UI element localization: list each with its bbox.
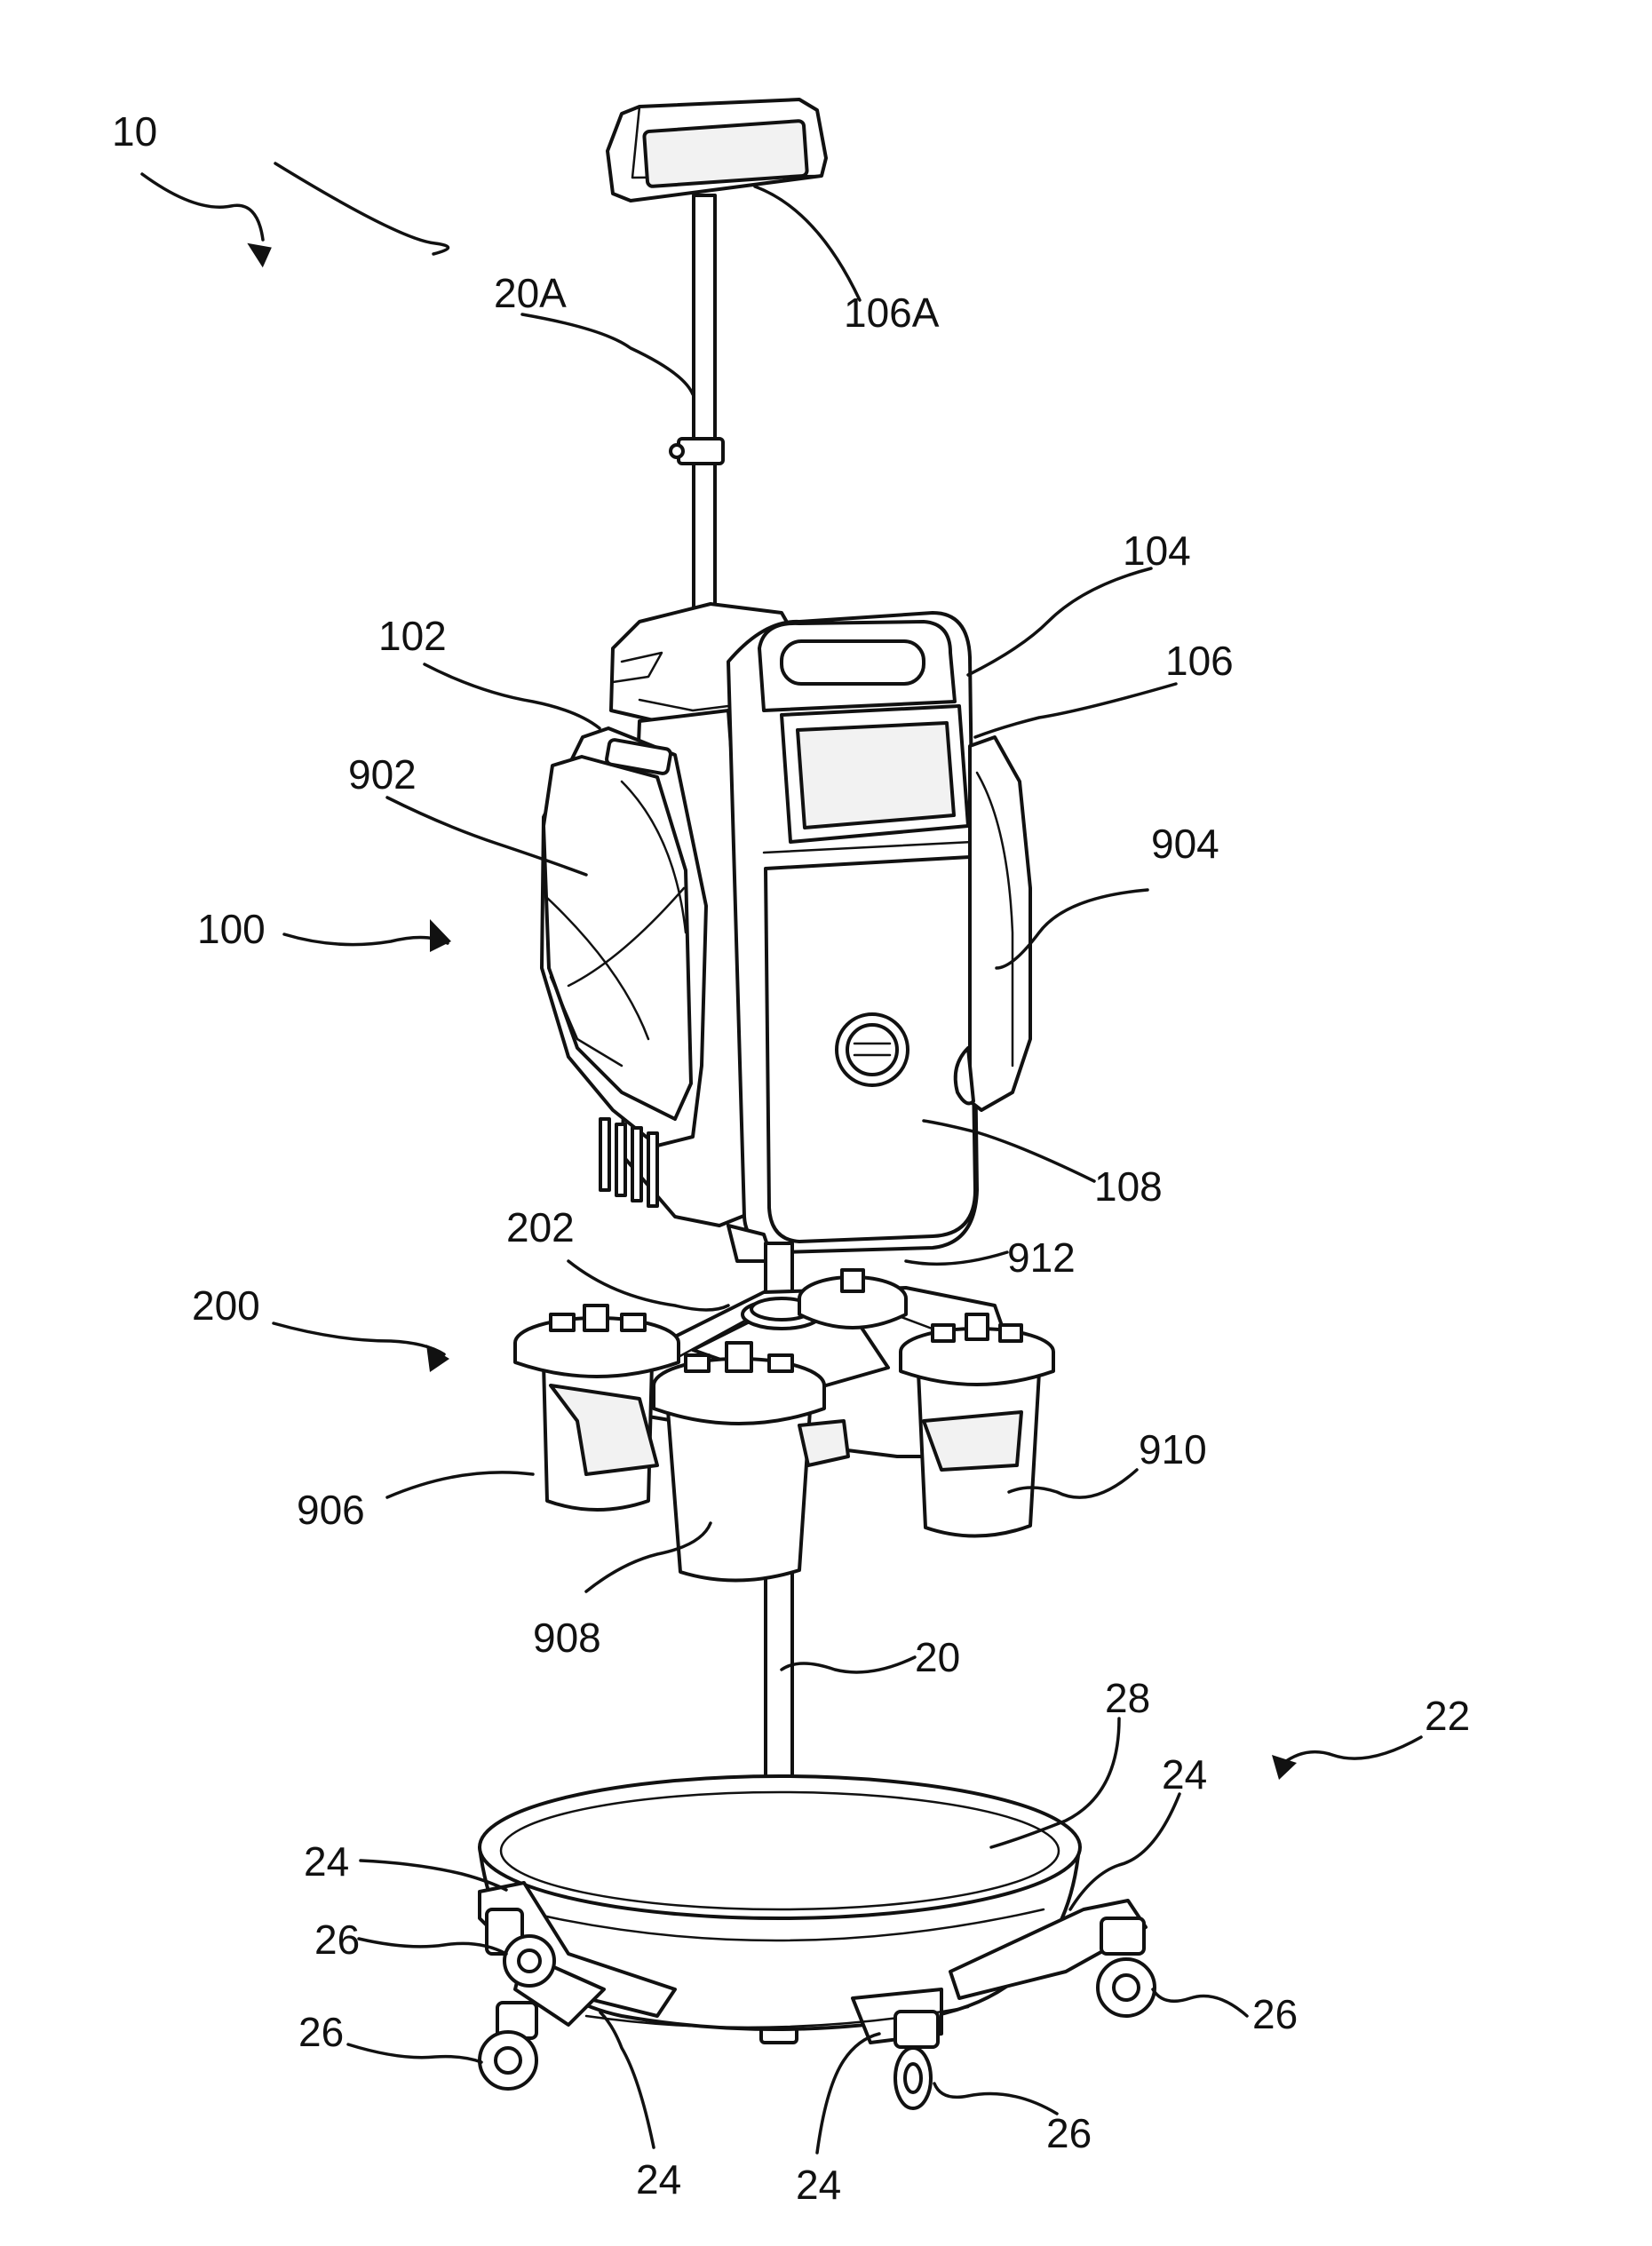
ref-106: 106 [1165,638,1234,684]
ref-24-right: 24 [1162,1751,1207,1798]
main-unit [542,604,1030,1261]
ref-26-front-center: 26 [1046,2110,1092,2156]
ref-908: 908 [533,1615,601,1661]
ref-904: 904 [1151,821,1219,867]
ref-200: 200 [192,1282,260,1329]
ref-102: 102 [378,613,447,659]
ref-10: 10 [112,108,157,155]
ref-26-right: 26 [1252,1991,1298,2037]
ref-22: 22 [1425,1693,1470,1739]
ref-20: 20 [915,1634,960,1680]
ref-28: 28 [1105,1675,1150,1721]
canister-rack [515,1270,1053,1581]
ref-912: 912 [1007,1234,1076,1281]
ref-20a: 20A [494,270,567,316]
ref-108: 108 [1094,1163,1163,1210]
ref-24-front-left: 24 [636,2156,681,2202]
ref-902: 902 [348,751,417,798]
ref-24-front-center: 24 [796,2162,841,2208]
ref-24-left: 24 [304,1838,349,1885]
ref-104: 104 [1123,528,1191,574]
ref-106a: 106A [844,290,940,336]
ref-910: 910 [1139,1426,1207,1472]
ref-26-rear-left: 26 [314,1917,360,1963]
ref-906: 906 [297,1487,365,1533]
ref-26-front-left: 26 [298,2009,344,2055]
ref-202: 202 [506,1204,575,1250]
remote-display [608,99,826,201]
ref-100: 100 [197,906,266,952]
upper-mast [671,195,723,639]
